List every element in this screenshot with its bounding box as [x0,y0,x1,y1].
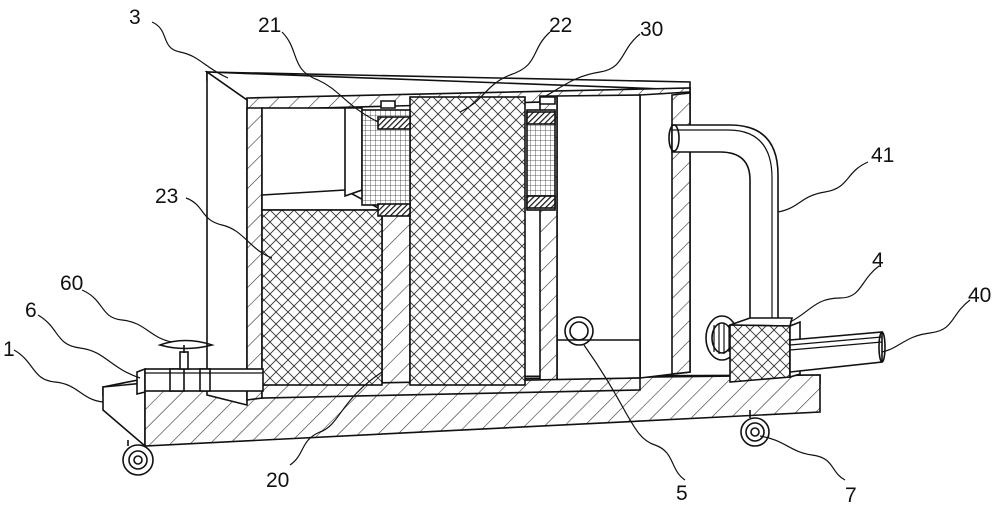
label-5: 5 [676,482,688,505]
label-7: 7 [845,484,857,507]
label-4: 4 [872,249,884,272]
valve-60 [157,339,215,370]
outlet-pipe-40 [789,331,886,373]
tank-body [204,70,691,407]
wheel-right [740,410,770,447]
label-41: 41 [871,144,894,167]
screen-30 [526,96,556,211]
outlet-port-5 [564,316,594,346]
label-20: 20 [266,469,289,492]
label-30: 30 [640,18,663,41]
label-1: 1 [3,338,15,361]
pump-4 [705,315,801,383]
filter-block-22 [409,96,526,386]
wheel-left [122,440,154,476]
reference-labels: 3 21 22 30 41 23 4 40 60 6 1 20 5 7 [3,6,991,507]
label-60: 60 [60,272,83,295]
label-40: 40 [968,284,991,307]
label-21: 21 [258,14,281,37]
label-6: 6 [25,299,37,322]
leader-lines [13,21,971,481]
label-23: 23 [155,185,178,208]
label-22: 22 [549,14,572,37]
inlet-pipe [136,367,264,396]
screen-21 [344,100,411,217]
label-3: 3 [129,6,141,29]
filter-block-23 [261,189,383,386]
